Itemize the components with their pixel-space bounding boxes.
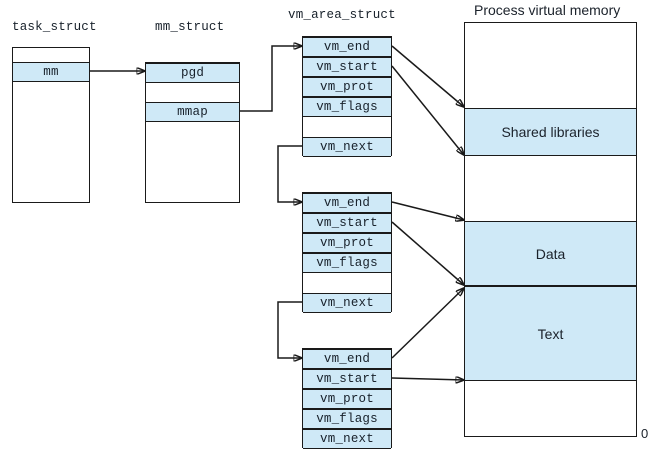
vma3-field-vm-end-label: vm_end (323, 352, 371, 366)
arrow-vma3-vmstart-to-memory (391, 378, 464, 380)
memory-region-text-label: Text (537, 325, 564, 342)
vma3-field-vm-flags[interactable]: vm_flags (303, 409, 391, 429)
vma3-field-vm-start[interactable]: vm_start (303, 369, 391, 389)
arrow-vma2-vmstart-to-memory (391, 221, 464, 285)
vma1-field-vm-prot-label: vm_prot (320, 80, 374, 94)
vma1-field-vm-next-label: vm_next (320, 140, 374, 154)
task-struct-field-mm[interactable]: mm (13, 62, 89, 82)
vma3-field-vm-prot[interactable]: vm_prot (303, 389, 391, 409)
vma2-field-vm-prot-label: vm_prot (320, 236, 374, 250)
vma2-field-vm-start-label: vm_start (316, 216, 378, 230)
vma3-field-vm-start-label: vm_start (316, 372, 378, 386)
vma2-field-vm-next-label: vm_next (320, 296, 374, 310)
vma3-field-vm-flags-label: vm_flags (316, 412, 378, 426)
vma3-field-vm-prot-label: vm_prot (320, 392, 374, 406)
address-zero-label: 0 (641, 426, 649, 441)
arrow-vma2-next-to-vma3 (277, 301, 302, 358)
memory-region-data: Data (465, 221, 636, 286)
vma2-field-vm-end-label: vm_end (323, 196, 371, 210)
memory-region-text: Text (465, 286, 636, 381)
vma1-field-vm-start[interactable]: vm_start (303, 57, 391, 77)
vma1-field-vm-prot[interactable]: vm_prot (303, 77, 391, 97)
vma1-field-vm-end[interactable]: vm_end (303, 37, 391, 57)
vma1-field-vm-start-label: vm_start (316, 60, 378, 74)
memory-region-data-label: Data (535, 245, 566, 262)
vma2-field-vm-prot[interactable]: vm_prot (303, 233, 391, 253)
vma1-row-gap (303, 117, 391, 137)
task-struct-row-bottom (13, 82, 89, 202)
arrow-vma2-vmend-to-memory (391, 201, 464, 220)
mm-struct-field-pgd[interactable]: pgd (146, 63, 239, 83)
vma3-field-vm-next-label: vm_next (320, 432, 374, 446)
arrow-vma3-vmend-to-memory (391, 288, 464, 359)
arrow-vma1-vmstart-to-memory (391, 65, 464, 155)
mm-struct-box: pgd mmap (145, 62, 240, 203)
vma3-field-vm-end[interactable]: vm_end (303, 349, 391, 369)
memory-region-shared-libraries: Shared libraries (465, 108, 636, 156)
vma3-field-vm-next[interactable]: vm_next (303, 429, 391, 449)
vm-area-struct-box-1: vm_end vm_start vm_prot vm_flags vm_next (302, 36, 392, 157)
vma2-field-vm-start[interactable]: vm_start (303, 213, 391, 233)
vma2-field-vm-next[interactable]: vm_next (303, 293, 391, 313)
vm-area-struct-box-2: vm_end vm_start vm_prot vm_flags vm_next (302, 192, 392, 313)
vma1-field-vm-flags[interactable]: vm_flags (303, 97, 391, 117)
process-virtual-memory-box: Shared libraries Data Text (464, 22, 637, 437)
vma2-field-vm-flags[interactable]: vm_flags (303, 253, 391, 273)
mm-struct-field-mmap[interactable]: mmap (146, 102, 239, 122)
arrow-vma1-next-to-vma2 (277, 145, 302, 202)
arrow-mmap-to-vma1 (240, 46, 302, 112)
mm-struct-field-mmap-label: mmap (177, 105, 208, 119)
task-struct-field-mm-label: mm (43, 65, 59, 79)
vm-area-struct-box-3: vm_end vm_start vm_prot vm_flags vm_next (302, 348, 392, 449)
vma2-row-gap (303, 273, 391, 293)
process-virtual-memory-title: Process virtual memory (474, 2, 621, 18)
mm-struct-field-pgd-label: pgd (180, 66, 205, 80)
mm-struct-row-gap-1 (146, 83, 239, 102)
arrow-vma1-vmend-to-memory (391, 45, 464, 107)
mm-struct-title: mm_struct (155, 20, 225, 34)
task-struct-title: task_struct (12, 20, 97, 34)
vma1-field-vm-flags-label: vm_flags (316, 100, 378, 114)
vma1-field-vm-next[interactable]: vm_next (303, 137, 391, 157)
vm-area-struct-title: vm_area_struct (288, 8, 396, 22)
task-struct-box: mm (12, 47, 90, 203)
vma2-field-vm-flags-label: vm_flags (316, 256, 378, 270)
vma2-field-vm-end[interactable]: vm_end (303, 193, 391, 213)
memory-region-shared-libraries-label: Shared libraries (501, 124, 600, 140)
mm-struct-row-bottom (146, 122, 239, 202)
vma1-field-vm-end-label: vm_end (323, 40, 371, 54)
task-struct-row-top (13, 48, 89, 62)
